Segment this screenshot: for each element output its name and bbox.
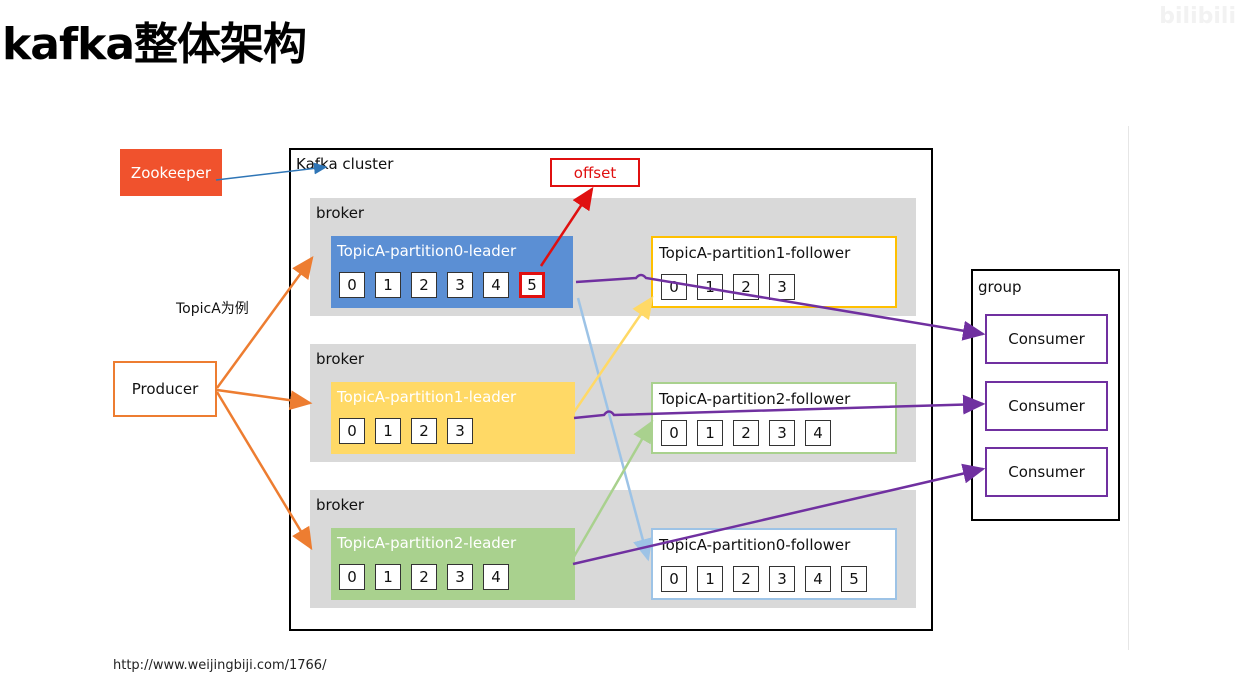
message-cell: 3 xyxy=(447,418,473,444)
consumer-label: Consumer xyxy=(1008,463,1085,481)
page-title: kafka整体架构 xyxy=(2,19,307,70)
message-cells: 0 1 2 3 4 5 xyxy=(339,272,545,298)
partition2-leader: TopicA-partition2-leader 0 1 2 3 4 xyxy=(331,528,575,600)
message-cell: 4 xyxy=(483,564,509,590)
producer-label: Producer xyxy=(131,380,199,398)
message-cell: 4 xyxy=(805,566,831,592)
broker-2: broker TopicA-partition2-leader 0 1 2 3 … xyxy=(310,490,916,608)
message-cell: 2 xyxy=(411,418,437,444)
partition1-follower: TopicA-partition1-follower 0 1 2 3 xyxy=(651,236,897,308)
message-cell: 1 xyxy=(375,564,401,590)
divider xyxy=(1128,126,1129,650)
offset-text: offset xyxy=(573,163,617,182)
broker-label: broker xyxy=(316,350,365,368)
message-cells: 0 1 2 3 xyxy=(661,274,795,300)
partition0-leader: TopicA-partition0-leader 0 1 2 3 4 5 xyxy=(331,236,573,308)
broker-1: broker TopicA-partition1-leader 0 1 2 3 … xyxy=(310,344,916,462)
partition-title: TopicA-partition0-leader xyxy=(337,242,517,260)
message-cell: 1 xyxy=(697,566,723,592)
zookeeper-node: Zookeeper xyxy=(120,149,222,196)
offset-cell: 5 xyxy=(519,272,545,298)
consumer-label: Consumer xyxy=(1008,397,1085,415)
message-cells: 0 1 2 3 xyxy=(339,418,473,444)
message-cell: 1 xyxy=(375,272,401,298)
topica-note: TopicA为例 xyxy=(176,301,249,317)
message-cell: 4 xyxy=(805,420,831,446)
consumer-2: Consumer xyxy=(985,447,1108,497)
partition0-follower: TopicA-partition0-follower 0 1 2 3 4 5 xyxy=(651,528,897,600)
offset-label: offset xyxy=(550,158,640,187)
partition-title: TopicA-partition2-follower xyxy=(659,390,851,408)
consumer-0: Consumer xyxy=(985,314,1108,364)
message-cell: 2 xyxy=(733,566,759,592)
broker-label: broker xyxy=(316,496,365,514)
message-cell: 3 xyxy=(447,272,473,298)
message-cell: 1 xyxy=(697,420,723,446)
message-cell: 0 xyxy=(661,566,687,592)
message-cell: 3 xyxy=(769,274,795,300)
message-cell: 2 xyxy=(411,272,437,298)
kafka-cluster: Kafka cluster broker TopicA-partition0-l… xyxy=(289,148,933,631)
message-cell: 2 xyxy=(411,564,437,590)
message-cell: 0 xyxy=(661,420,687,446)
consumer-label: Consumer xyxy=(1008,330,1085,348)
message-cells: 0 1 2 3 4 5 xyxy=(661,566,867,592)
message-cell: 2 xyxy=(733,274,759,300)
watermark: bilibili xyxy=(1159,4,1236,29)
message-cell: 3 xyxy=(769,566,795,592)
message-cells: 0 1 2 3 4 xyxy=(339,564,509,590)
partition-title: TopicA-partition2-leader xyxy=(337,534,517,552)
consumer-group: group Consumer Consumer Consumer xyxy=(971,269,1120,521)
message-cell: 0 xyxy=(339,272,365,298)
zookeeper-label: Zookeeper xyxy=(130,163,212,182)
message-cell: 3 xyxy=(769,420,795,446)
broker-label: broker xyxy=(316,204,365,222)
partition-title: TopicA-partition1-follower xyxy=(659,244,851,262)
consumer-1: Consumer xyxy=(985,381,1108,431)
partition-title: TopicA-partition0-follower xyxy=(659,536,851,554)
partition1-leader: TopicA-partition1-leader 0 1 2 3 xyxy=(331,382,575,454)
message-cell: 2 xyxy=(733,420,759,446)
message-cell: 0 xyxy=(339,418,365,444)
message-cell: 5 xyxy=(841,566,867,592)
partition-title: TopicA-partition1-leader xyxy=(337,388,517,406)
message-cell: 3 xyxy=(447,564,473,590)
message-cell: 0 xyxy=(339,564,365,590)
source-url: http://www.weijingbiji.com/1766/ xyxy=(113,658,327,673)
group-label: group xyxy=(978,278,1022,296)
partition2-follower: TopicA-partition2-follower 0 1 2 3 4 xyxy=(651,382,897,454)
message-cell: 0 xyxy=(661,274,687,300)
broker-0: broker TopicA-partition0-leader 0 1 2 3 … xyxy=(310,198,916,316)
producer-node: Producer xyxy=(113,361,217,417)
message-cell: 4 xyxy=(483,272,509,298)
message-cells: 0 1 2 3 4 xyxy=(661,420,831,446)
message-cell: 1 xyxy=(375,418,401,444)
message-cell: 1 xyxy=(697,274,723,300)
cluster-label: Kafka cluster xyxy=(296,155,394,173)
